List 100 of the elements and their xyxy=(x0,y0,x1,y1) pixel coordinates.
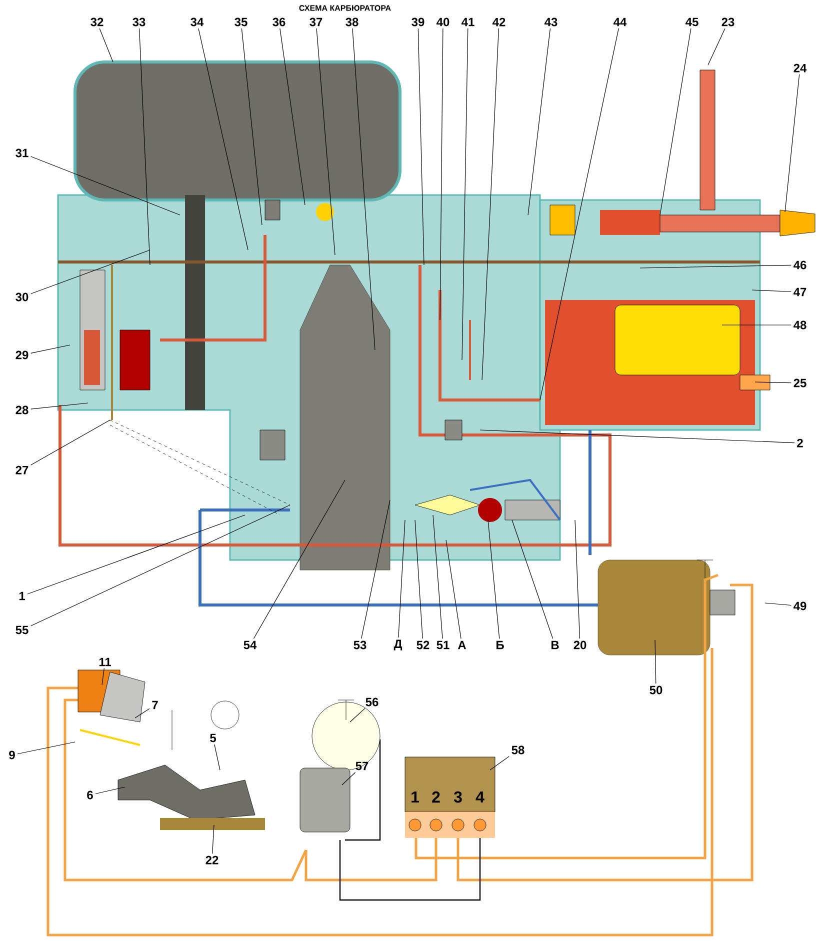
callout-number: 7 xyxy=(152,700,158,710)
leader-line xyxy=(490,756,510,770)
leader-line xyxy=(30,420,110,466)
terminal-number: 3 xyxy=(454,791,462,803)
terminal-number: 2 xyxy=(432,791,440,803)
leader-line xyxy=(722,324,792,326)
terminal-number: 4 xyxy=(476,792,484,803)
callout-number: 22 xyxy=(206,856,218,864)
leader-line xyxy=(361,500,390,639)
leader-line xyxy=(134,708,150,718)
callout-number: 56 xyxy=(366,698,378,706)
leader-line xyxy=(30,504,290,626)
leader-line xyxy=(512,520,554,639)
leader-line xyxy=(754,382,792,384)
leader-line xyxy=(350,708,366,722)
leader-line xyxy=(528,28,551,216)
terminal-number: 1 xyxy=(412,792,419,803)
title: СХЕМА КАРБЮРАТОРА xyxy=(299,5,391,11)
leader-line xyxy=(212,824,214,854)
leader-line xyxy=(488,520,500,639)
leader-line xyxy=(708,28,726,66)
leader-line xyxy=(95,786,126,794)
leader-line xyxy=(17,742,76,754)
callout-number: 50 xyxy=(650,686,662,694)
callout-number: 48 xyxy=(794,320,806,330)
callout-number: В xyxy=(551,640,559,650)
callout-number: 46 xyxy=(794,260,806,270)
callout-number: 35 xyxy=(234,18,248,26)
callout-number: 43 xyxy=(544,18,558,26)
callout-number: 37 xyxy=(310,18,322,26)
callout-number: Д xyxy=(394,640,402,650)
callout-number: Б xyxy=(496,640,504,650)
callout-number: 9 xyxy=(9,750,15,760)
callout-number: 39 xyxy=(412,18,424,26)
callout-number: 47 xyxy=(794,288,806,296)
callout-number: 1 xyxy=(19,592,25,600)
callout-number: 58 xyxy=(512,746,524,754)
callout-number: 30 xyxy=(16,292,28,302)
leader-line xyxy=(99,28,114,62)
leader-line xyxy=(440,28,444,320)
callout-number: 57 xyxy=(356,762,368,770)
leader-line xyxy=(482,28,499,380)
callout-number: 32 xyxy=(90,18,104,26)
leader-line xyxy=(752,290,792,292)
callout-number: 51 xyxy=(436,640,450,650)
callout-number: 5 xyxy=(210,734,216,742)
leader-line xyxy=(30,156,180,216)
callout-number: 29 xyxy=(16,350,28,360)
callout-number: 20 xyxy=(574,640,586,650)
callout-number: 25 xyxy=(794,378,806,388)
leader-line xyxy=(30,250,150,294)
callout-number: 40 xyxy=(436,18,450,26)
leader-line xyxy=(660,28,692,216)
leader-line xyxy=(462,28,468,360)
callout-number: 44 xyxy=(614,18,627,26)
callout-number: 27 xyxy=(16,466,28,474)
leader-line xyxy=(30,402,88,410)
leader-line xyxy=(764,602,792,606)
leader-line xyxy=(540,28,619,400)
callout-number: 2 xyxy=(797,438,803,448)
callout-number: 38 xyxy=(346,18,358,26)
callout-number: 6 xyxy=(87,790,93,800)
leader-line xyxy=(418,28,424,266)
callout-number: 23 xyxy=(722,18,734,26)
leader-line xyxy=(316,28,336,256)
leader-line xyxy=(640,264,792,268)
leader-line xyxy=(102,668,104,686)
leader-line xyxy=(654,640,656,684)
leader-line xyxy=(30,344,70,354)
leader-line xyxy=(241,28,262,226)
leader-line xyxy=(139,28,150,266)
callout-number: 34 xyxy=(190,18,204,26)
callout-number: 52 xyxy=(416,640,430,650)
callout-number: 28 xyxy=(16,406,28,414)
callout-number: 41 xyxy=(462,18,474,26)
callout-number: 53 xyxy=(354,640,366,650)
leader-line xyxy=(342,772,356,786)
callout-number: 36 xyxy=(272,18,286,26)
callout-number: 31 xyxy=(16,148,28,158)
leader-line xyxy=(574,520,580,639)
callout-number: 54 xyxy=(244,640,257,650)
callout-number: 24 xyxy=(794,64,807,72)
leader-line xyxy=(480,430,795,444)
callout-number: 49 xyxy=(794,602,806,610)
callout-number: 42 xyxy=(492,18,506,26)
leader-line xyxy=(214,744,220,770)
leader-line xyxy=(352,28,376,350)
leader-line xyxy=(784,74,800,212)
leader-line xyxy=(253,480,346,639)
callout-number: 55 xyxy=(16,626,28,634)
callout-number: А xyxy=(458,640,466,650)
leader-line xyxy=(446,540,462,639)
leader-line xyxy=(198,28,248,250)
callout-number: 11 xyxy=(99,658,111,666)
leader-line xyxy=(414,520,423,639)
leader-line xyxy=(27,514,246,594)
callout-number: 33 xyxy=(132,18,146,26)
leader-line xyxy=(432,514,443,639)
leader-line xyxy=(280,28,306,206)
leader-line xyxy=(398,520,406,638)
